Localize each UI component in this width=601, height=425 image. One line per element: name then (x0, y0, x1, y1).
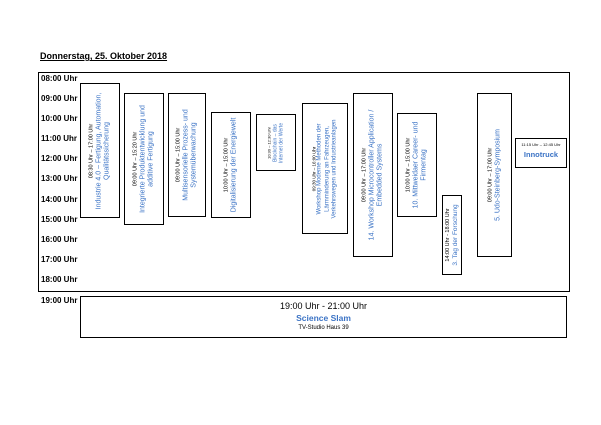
event-block-tag-der-forschung[interactable]: 14:00 Uhr - 18:00 Uhr 3. Tag der Forschu… (442, 195, 462, 275)
event-block-energiewelt[interactable]: 10:00 Uhr – 15:00 Uhr Digitalisierung de… (211, 112, 251, 218)
time-label: 14:00 Uhr (41, 195, 78, 204)
event-block-blockchain[interactable]: 10:30 – 12:30 Uhr Blockchain – das Inter… (256, 114, 296, 171)
event-name: 14. Workshop Microcontroller Application… (367, 109, 384, 241)
event-time: 09:00 Uhr – 17:00 Uhr (487, 147, 494, 203)
event-time: 11:15 Uhr – 12:45 Uhr (521, 142, 561, 147)
event-name: Workshop Moderne Methoden der Lärmminder… (316, 118, 338, 219)
time-label: 12:00 Uhr (41, 154, 78, 163)
event-name: Innotruck (523, 150, 559, 159)
event-time: 09:00 Uhr – 15:00 Uhr (175, 127, 182, 183)
event-name: Digitalisierung der Energiewelt (230, 117, 238, 213)
event-name: Blockchain – das Internet der Werte (272, 122, 285, 163)
time-label: 11:00 Uhr (41, 134, 78, 143)
time-label: 19:00 Uhr (41, 296, 78, 305)
page-title: Donnerstag, 25. Oktober 2018 (40, 51, 168, 61)
schedule-frame (38, 72, 570, 292)
time-label: 15:00 Uhr (41, 215, 78, 224)
event-location: TV-Studio Haus 39 (298, 325, 349, 331)
event-block-prozessueberwachung[interactable]: 09:00 Uhr – 15:00 Uhr Multisensorielle P… (168, 93, 206, 217)
event-block-science-slam[interactable]: 19:00 Uhr - 21:00 Uhr Science Slam TV-St… (80, 296, 567, 338)
time-label: 09:00 Uhr (41, 94, 78, 103)
event-block-steinberg-symposium[interactable]: 09:00 Uhr – 17:00 Uhr 5. Udo-Steinberg-S… (477, 93, 512, 257)
time-label: 08:00 Uhr (41, 74, 78, 83)
time-label: 18:00 Uhr (41, 275, 78, 284)
event-name: Science Slam (296, 313, 351, 323)
time-label: 16:00 Uhr (41, 235, 78, 244)
time-label: 13:00 Uhr (41, 174, 78, 183)
event-time: 08:30 Uhr – 17:00 Uhr (88, 123, 95, 178)
event-block-industrie-4-0[interactable]: 08:30 Uhr – 17:00 Uhr Industrie 4.0 – Fe… (80, 83, 120, 218)
time-label: 17:00 Uhr (41, 255, 78, 264)
event-time: 09:00 Uhr – 15:20 Uhr (132, 131, 139, 187)
event-block-produktentwicklung[interactable]: 09:00 Uhr – 15:20 Uhr Integrierte Produk… (124, 93, 164, 225)
time-label: 10:00 Uhr (41, 114, 78, 123)
event-name: Multisensorielle Prozess- und Systemüber… (181, 109, 198, 201)
event-time: 19:00 Uhr - 21:00 Uhr (279, 301, 368, 311)
event-time: 10:00 Uhr – 15:00 Uhr (405, 137, 412, 193)
event-time: 14:00 Uhr - 18:00 Uhr (444, 208, 451, 262)
event-name: 5. Udo-Steinberg-Symposium (493, 129, 501, 221)
event-name: 3. Tag der Forschung (451, 204, 459, 266)
event-name: Industrie 4.0 – Fertigung, Automation, Q… (94, 92, 111, 209)
event-block-innotruck[interactable]: 11:15 Uhr – 12:45 Uhr Innotruck (515, 138, 567, 168)
event-block-microcontroller[interactable]: 09:00 Uhr – 17:00 Uhr 14. Workshop Micro… (353, 93, 393, 257)
event-block-firmentag[interactable]: 10:00 Uhr – 15:00 Uhr 10. Mittweidaer Ca… (397, 113, 437, 217)
event-block-laermminderung[interactable]: 09:30 Uhr – 16:00 Uhr Workshop Moderne M… (302, 103, 348, 234)
event-name: 10. Mittweidaer Career- und Firmentag (411, 121, 428, 209)
event-time: 09:00 Uhr – 17:00 Uhr (361, 147, 368, 203)
event-name: Integrierte Produktentwicklung und addit… (138, 105, 155, 213)
